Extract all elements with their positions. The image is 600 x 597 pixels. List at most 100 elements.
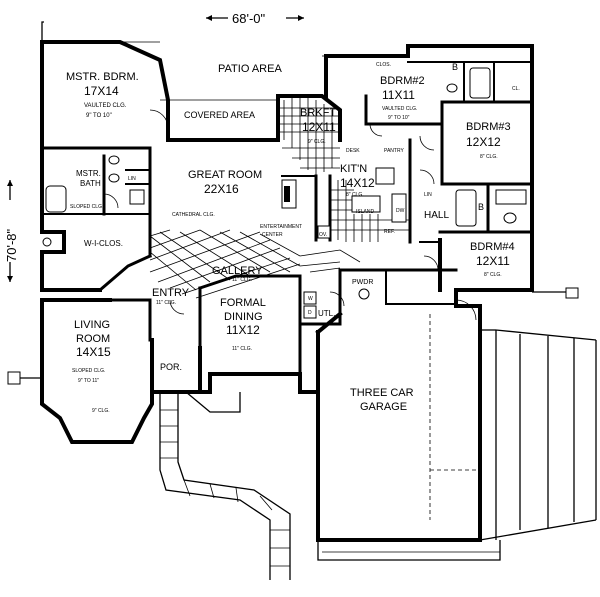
garage-details: [317, 314, 597, 561]
washer-icon: [303, 291, 317, 305]
bdrm2-ceiling-range: 9" TO 10": [388, 115, 410, 121]
fixture-labels: CLOS. CL. LIN LIN PANTRY DESK ISLAND REF…: [128, 62, 520, 316]
garage-name: THREE CAR: [350, 387, 414, 399]
interior-walls: [40, 61, 534, 394]
gallery-ceiling: 11" CLG.: [232, 277, 252, 283]
covered-area-label: COVERED AREA: [184, 110, 255, 120]
closet-rod-icon: [42, 237, 52, 247]
front-walkway: [159, 391, 291, 580]
wi-closet-label: W-I-CLOS.: [84, 239, 123, 248]
kitchen-name: KIT'N: [340, 163, 367, 175]
ref-label: REF.: [384, 229, 395, 235]
bdrm4-size: 12X11: [476, 254, 510, 268]
entry-ceiling: 11" CLG.: [156, 300, 176, 306]
toilet-icon: [503, 212, 517, 224]
dw-label: DW: [396, 208, 405, 214]
dryer-icon: [303, 305, 317, 319]
kitchen-ceiling: 8" CLG.: [346, 192, 364, 198]
bdrm2-ceiling: VAULTED CLG.: [382, 106, 417, 112]
dimension-width: 68'-0": [206, 11, 304, 26]
master-bedroom-ceiling-range: 9" TO 10": [86, 113, 112, 119]
tub-icon: [469, 67, 491, 99]
living-room-name2: ROOM: [76, 333, 110, 345]
island-label: ISLAND: [356, 209, 374, 215]
patio-outline: [41, 21, 326, 101]
doors: [103, 109, 477, 321]
lin2-label: LIN: [424, 192, 432, 198]
porch-label: POR.: [160, 362, 182, 372]
living-room-size: 14X15: [76, 345, 111, 359]
sink-icon: [108, 173, 120, 183]
dining-name: FORMAL: [220, 297, 266, 309]
tub-icon: [455, 189, 477, 227]
living-room-ceiling: SLOPED CLG.: [72, 368, 105, 374]
dryer-label: D: [308, 310, 312, 316]
ac-units: [7, 287, 579, 385]
sink-icon: [446, 83, 458, 93]
living-room-name: LIVING: [74, 319, 110, 331]
gallery-name: GALLERY: [212, 265, 263, 277]
entertainment-center-label: CENTER: [262, 232, 283, 238]
bdrm3-size: 12X12: [466, 135, 501, 149]
ac-unit-icon: [565, 287, 579, 299]
tub-icon: [45, 185, 67, 213]
entry-name: ENTRY: [152, 287, 190, 299]
master-bedroom-ceiling: VAULTED CLG.: [84, 103, 127, 109]
desk-label: DESK: [346, 148, 360, 154]
bdrm3-name: BDRM#3: [466, 121, 511, 133]
vanity-icon: [495, 189, 527, 205]
living-room-ceiling-range: 9" TO 11": [78, 378, 99, 384]
master-bedroom-name: MSTR. BDRM.: [66, 71, 139, 83]
pantry-label: PANTRY: [384, 148, 404, 154]
oven-label: OV.: [319, 232, 327, 238]
powder-label: PWDR: [352, 279, 373, 286]
ac-unit-icon: [7, 371, 21, 385]
mstr-bath-name: MSTR.: [76, 169, 101, 178]
great-room-ceiling: CATHEDRAL CLG.: [172, 212, 215, 218]
great-room-size: 22X16: [204, 182, 239, 196]
garage-name2: GARAGE: [360, 401, 407, 413]
toilet-icon: [358, 288, 370, 300]
bath-b2-label: B: [478, 202, 484, 212]
great-room-name: GREAT ROOM: [188, 169, 262, 181]
lin-label: LIN: [128, 176, 136, 182]
entertainment-label: ENTERTAINMENT: [260, 224, 302, 230]
island-shape: [351, 195, 381, 213]
bdrm4-ceiling: 8" CLG.: [484, 272, 502, 278]
sink-icon: [108, 155, 120, 165]
brkft-ceiling: 9" CLG.: [308, 139, 326, 145]
mstr-bath-name2: BATH: [80, 179, 101, 188]
range-icon: [375, 167, 395, 185]
fixtures: [42, 67, 527, 319]
depth-label: 70'-8": [4, 228, 19, 262]
utility-label: UTL.: [318, 309, 335, 318]
dining-ceiling: 11" CLG.: [232, 346, 252, 352]
dining-name2: DINING: [224, 311, 263, 323]
kitchen-floor-tiles: [280, 98, 410, 242]
closet-label: CLOS.: [376, 62, 391, 68]
bay-ceiling: 9" CLG.: [92, 408, 110, 414]
bath-b1-label: B: [452, 62, 458, 72]
hall-label: HALL: [424, 210, 449, 221]
width-label: 68'-0": [232, 11, 266, 26]
dimension-depth: 70'-8": [4, 180, 19, 282]
brkft-size: 12X11: [302, 120, 336, 134]
bdrm3-ceiling: 8" CLG.: [480, 154, 498, 160]
bdrm2-name: BDRM#2: [380, 75, 425, 87]
kitchen-size: 14X12: [340, 176, 375, 190]
counter-shape: [391, 193, 407, 223]
exterior-walls: [40, 40, 534, 542]
gallery-floor-tiles: [149, 229, 361, 299]
mstr-bath-ceiling: SLOPED CLG.: [70, 204, 103, 210]
dining-size: 11X12: [226, 323, 260, 337]
master-bedroom-size: 17X14: [84, 84, 119, 98]
bdrm2-size: 11X11: [382, 88, 415, 102]
shower-icon: [129, 189, 145, 205]
cl-label: CL.: [512, 86, 520, 92]
brkft-name: BRKFT: [300, 107, 336, 119]
oven-icon: [317, 225, 331, 239]
room-labels: MSTR. BDRM. 17X14 VAULTED CLG. 9" TO 10"…: [66, 63, 515, 414]
bdrm4-name: BDRM#4: [470, 241, 515, 253]
washer-label: W: [308, 296, 313, 302]
